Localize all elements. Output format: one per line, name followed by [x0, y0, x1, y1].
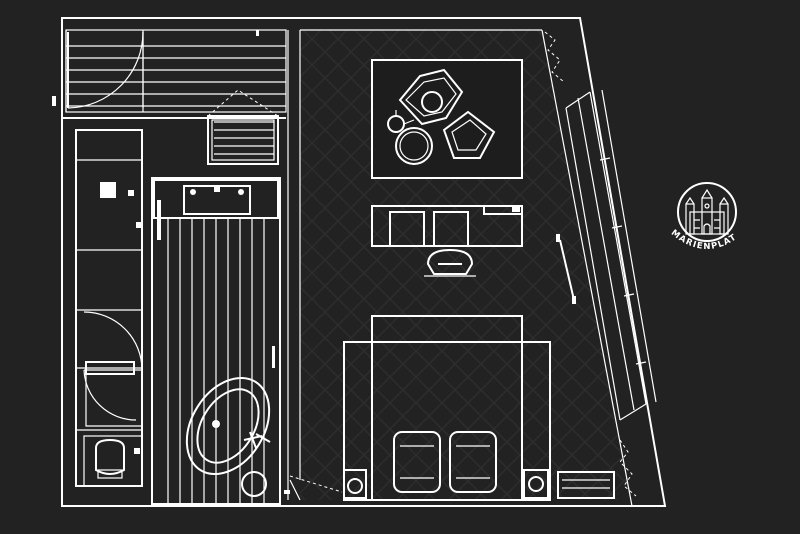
badge-label: MARIENPLATZ — [0, 0, 739, 252]
nightstand — [523, 469, 549, 499]
bathroom — [151, 177, 281, 505]
armchair — [398, 68, 464, 126]
toilet — [83, 435, 143, 487]
window-wall — [541, 29, 657, 507]
nightstand — [343, 469, 367, 499]
outer-walls — [61, 17, 667, 507]
armchair — [442, 110, 496, 159]
floor-lamp — [387, 110, 415, 133]
entrance-door — [284, 475, 343, 501]
closet-door — [83, 311, 143, 427]
shower — [207, 89, 279, 165]
balcony — [52, 29, 287, 119]
wall-rail — [556, 234, 576, 304]
radiator — [557, 471, 615, 499]
lounge-area — [371, 59, 523, 179]
desk — [371, 205, 523, 277]
double-bed — [343, 315, 551, 501]
pillow — [393, 431, 441, 493]
desk-chair — [424, 248, 476, 277]
church-icon — [677, 182, 737, 242]
bathtub — [185, 376, 271, 497]
pillow — [449, 431, 497, 493]
